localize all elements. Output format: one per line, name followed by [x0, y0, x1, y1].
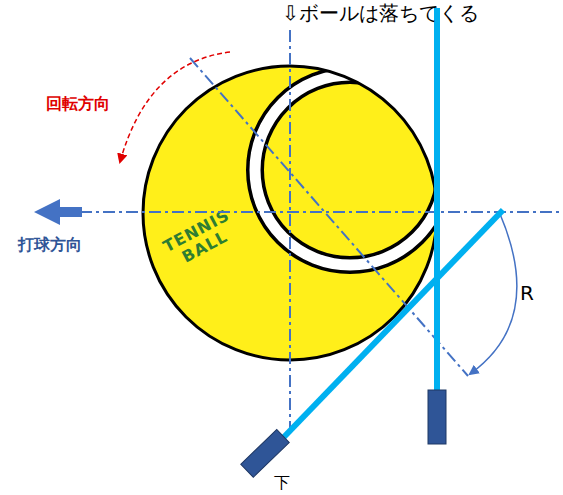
angle-label: R [520, 282, 534, 304]
ball-outline [140, 63, 440, 363]
direction-label: 打球方向 [18, 236, 82, 254]
tennis-ball: TENNIS BALL [140, 63, 440, 363]
vertical-axis [289, 30, 291, 430]
angle-arc [470, 214, 517, 374]
down-label: 下 [274, 474, 290, 492]
hit-arrow [34, 199, 82, 225]
racket-face [283, 210, 503, 438]
racket-handle [241, 430, 289, 478]
racket-handle [428, 390, 446, 444]
horizontal-axis [80, 211, 563, 213]
falling-note: ⇩ボールは落ちてくる [282, 2, 479, 24]
racket-face [434, 8, 440, 392]
spin-axis [190, 58, 468, 376]
rotation-arc [120, 52, 230, 162]
rotation-label: 回転方向 [46, 95, 110, 113]
